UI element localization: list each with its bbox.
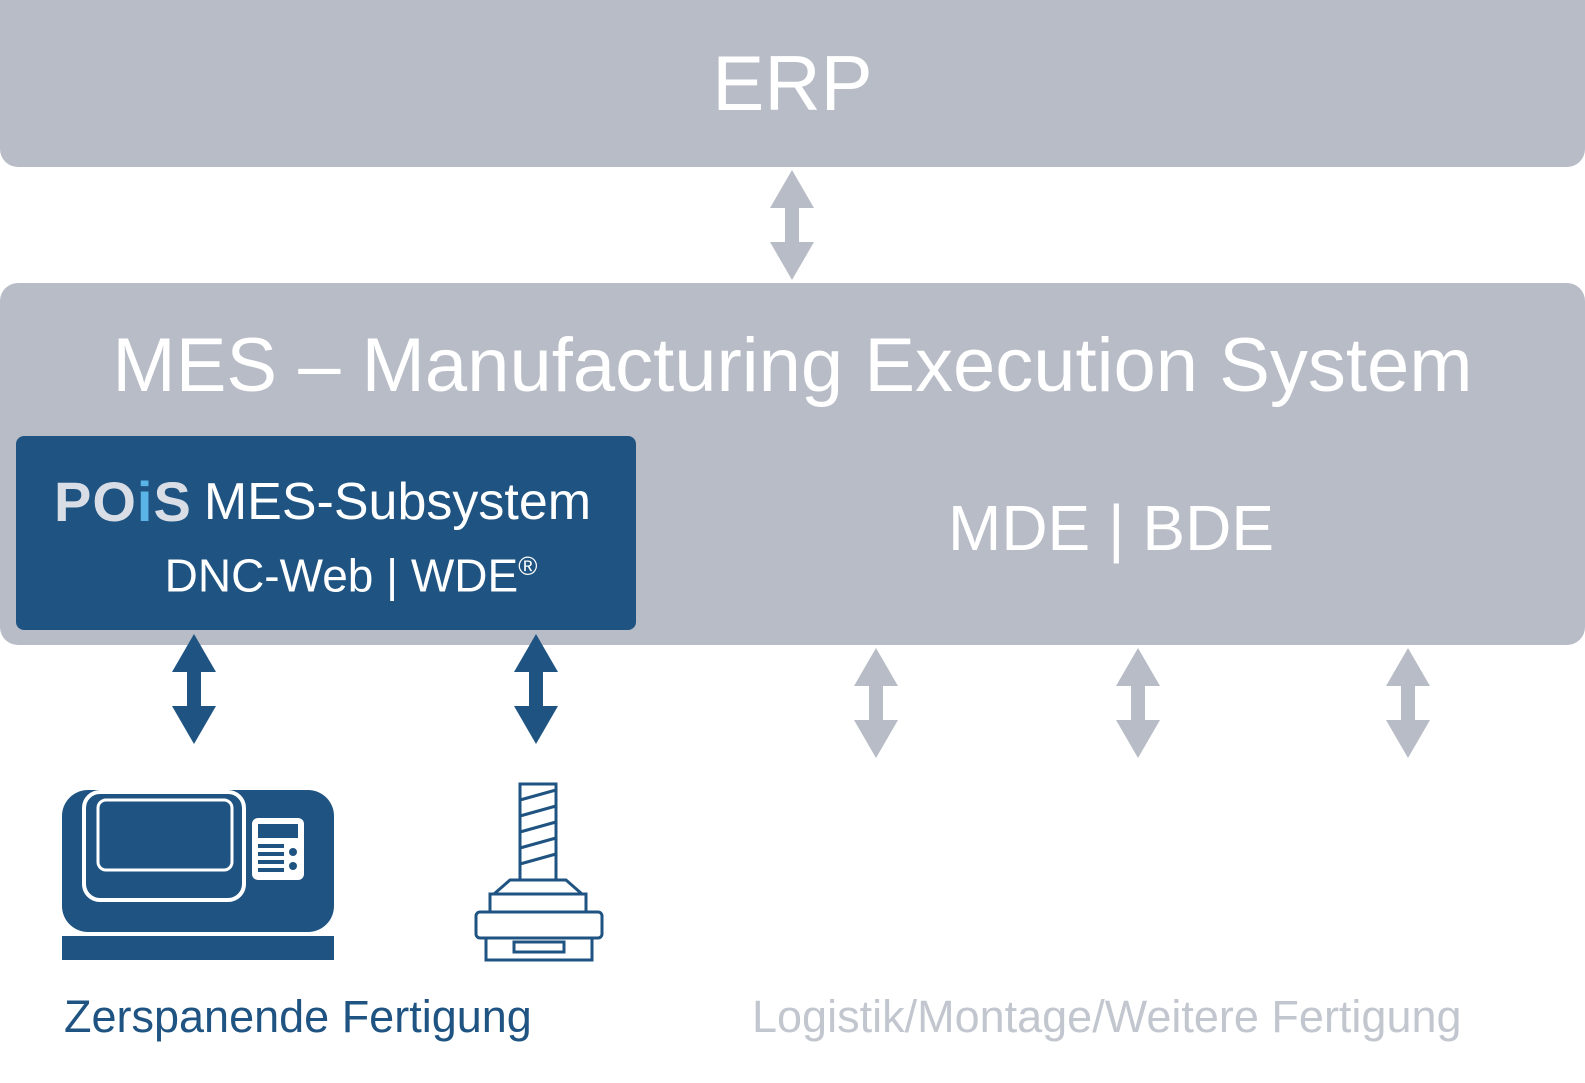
mes-title: MES – Manufacturing Execution System [112,323,1473,408]
tool-holder-icon [474,782,604,962]
pois-line2: DNC-Web | WDE® [16,540,686,601]
erp-mes-arrow-icon [770,170,814,280]
pois-logo-s: S [153,470,192,533]
pois-tool-arrow-icon [514,634,558,744]
pois-logo-po: PO [54,470,137,533]
erp-box: ERP [0,0,1585,167]
pois-line2-text: DNC-Web | WDE [164,549,519,602]
pois-title-row: POiS MES-Subsystem [54,473,592,531]
pois-subsystem-label: MES-Subsystem [203,473,592,531]
erp-label: ERP [712,39,873,127]
pois-subsystem-box: POiS MES-Subsystem DNC-Web | WDE® [16,436,636,630]
mde-arrow-2-icon [1116,648,1160,758]
logistik-montage-label: Logistik/Montage/Weitere Fertigung [752,991,1462,1042]
mde-bde-label: MDE | BDE [948,492,1274,564]
mde-arrow-1-icon [854,648,898,758]
pois-logo-i: i [136,470,154,533]
zerspanende-fertigung-label: Zerspanende Fertigung [64,991,532,1042]
registered-mark: ® [518,551,538,581]
pois-machine-arrow-icon [172,634,216,744]
mde-arrow-3-icon [1386,648,1430,758]
pois-logo: POiS [54,474,192,530]
cnc-machine-icon [62,790,334,960]
